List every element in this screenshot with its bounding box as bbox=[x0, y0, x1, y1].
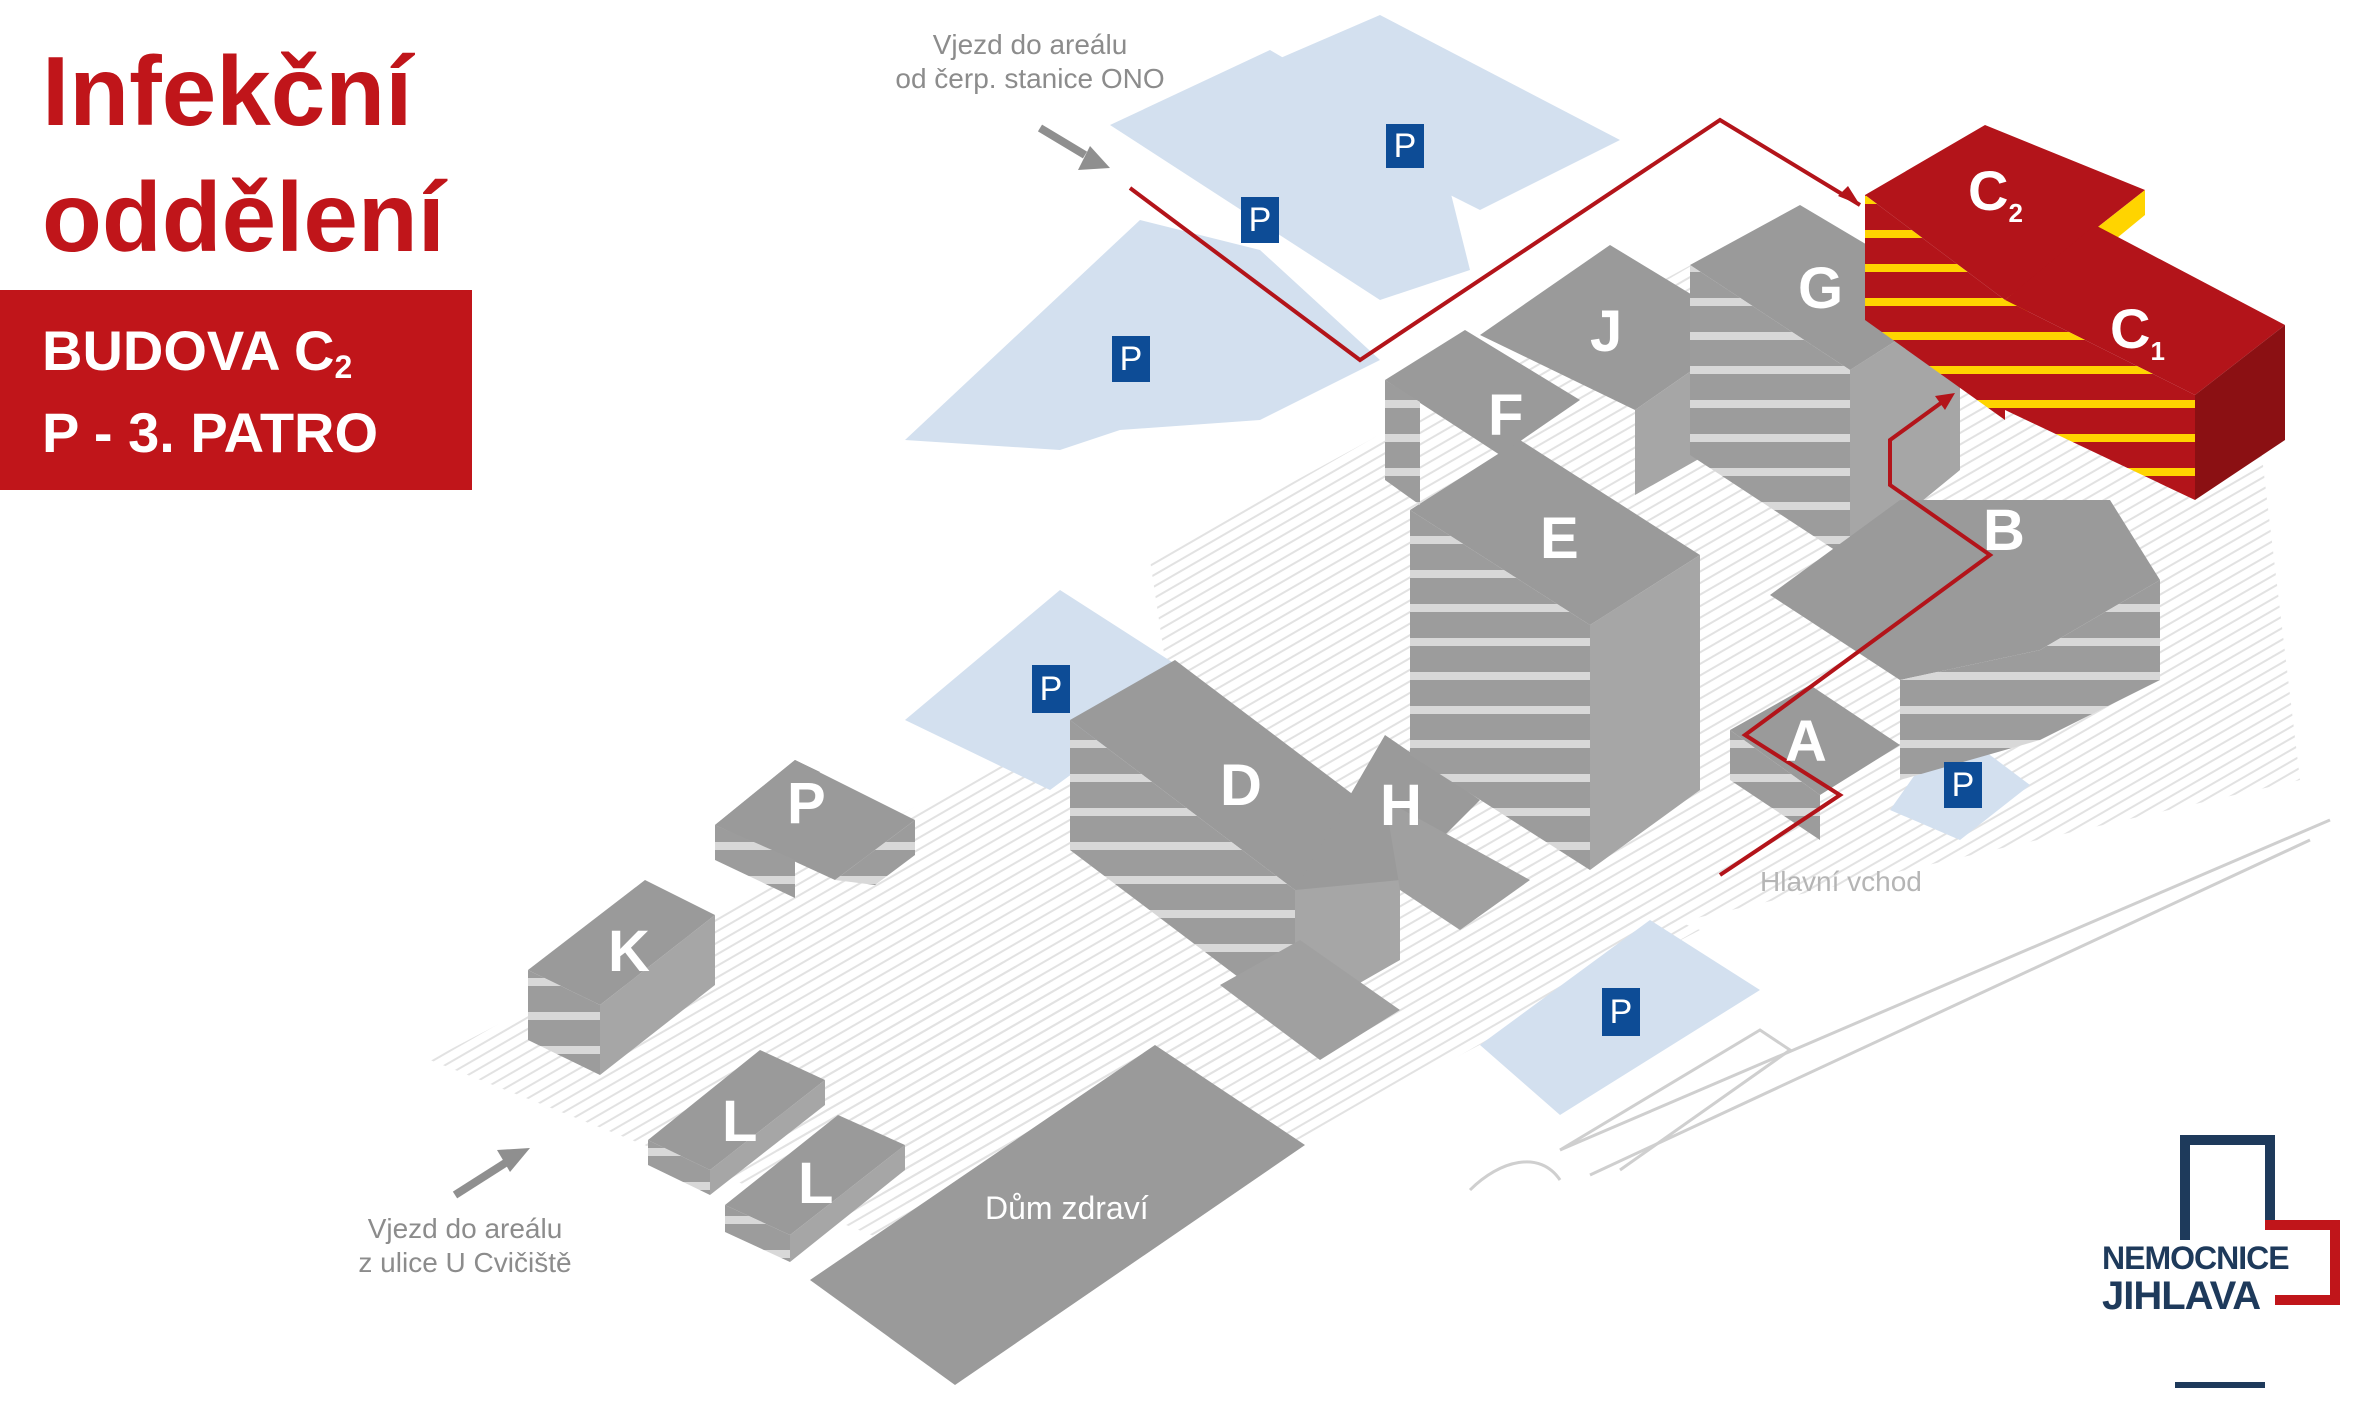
building-label-k: K bbox=[608, 919, 650, 984]
parking-icon: P bbox=[1602, 988, 1640, 1036]
logo-text-line-2: JIHLAVA bbox=[2102, 1274, 2261, 1318]
building-label-p: P bbox=[787, 771, 826, 836]
building-label-d: D bbox=[1220, 753, 1262, 818]
parking-icon: P bbox=[1112, 336, 1150, 382]
building-label-a: A bbox=[1785, 709, 1827, 774]
building-label-l1: L bbox=[722, 1089, 758, 1154]
building-info-box: BUDOVA C2 P - 3. PATRO bbox=[0, 290, 472, 490]
building-label-g: G bbox=[1798, 256, 1844, 321]
building-label-c2: C2 bbox=[1968, 159, 2023, 229]
building-label-e: E bbox=[1540, 506, 1579, 571]
roads bbox=[1468, 818, 2331, 1192]
page-title: Infekční oddělení bbox=[42, 28, 445, 280]
building-label-b: B bbox=[1983, 498, 2025, 563]
hospital-logo-icon bbox=[2175, 1135, 2340, 1388]
building-c-highlight bbox=[1865, 125, 2285, 500]
route-arrow-icon bbox=[1838, 186, 1860, 205]
building-label-j: J bbox=[1590, 299, 1623, 364]
building-label-health-house: Dům zdraví bbox=[985, 1190, 1149, 1226]
parking-icon: P bbox=[1386, 124, 1424, 168]
building-label-c1: C1 bbox=[2110, 297, 2165, 367]
parking-icon: P bbox=[1944, 762, 1982, 808]
parking-icon: P bbox=[1241, 197, 1279, 243]
main-entrance-label: Hlavní vchod bbox=[1760, 866, 1922, 897]
building-label: BUDOVA C2 bbox=[42, 319, 353, 385]
building-label-l2: L bbox=[798, 1151, 834, 1216]
route-line bbox=[1128, 117, 1994, 877]
building-label-f: F bbox=[1488, 383, 1524, 448]
north-entrance-label: Vjezd do areálu od čerp. stanice ONO bbox=[895, 29, 1165, 94]
south-entrance-label: Vjezd do areálu z ulice U Cvičiště bbox=[358, 1213, 572, 1278]
building-label-h: H bbox=[1380, 773, 1422, 838]
arrow-south-entrance-icon bbox=[452, 1148, 530, 1199]
logo-text-line-1: NEMOCNICE bbox=[2102, 1240, 2290, 1276]
parking-areas bbox=[905, 15, 2030, 1115]
floor-label: P - 3. PATRO bbox=[42, 401, 379, 464]
arrow-north-entrance-icon bbox=[1037, 124, 1110, 170]
parking-icon: P bbox=[1032, 665, 1070, 713]
route-arrow-icon bbox=[1935, 393, 1955, 410]
title-line-2: oddělení bbox=[42, 162, 445, 272]
title-line-1: Infekční bbox=[42, 36, 413, 146]
